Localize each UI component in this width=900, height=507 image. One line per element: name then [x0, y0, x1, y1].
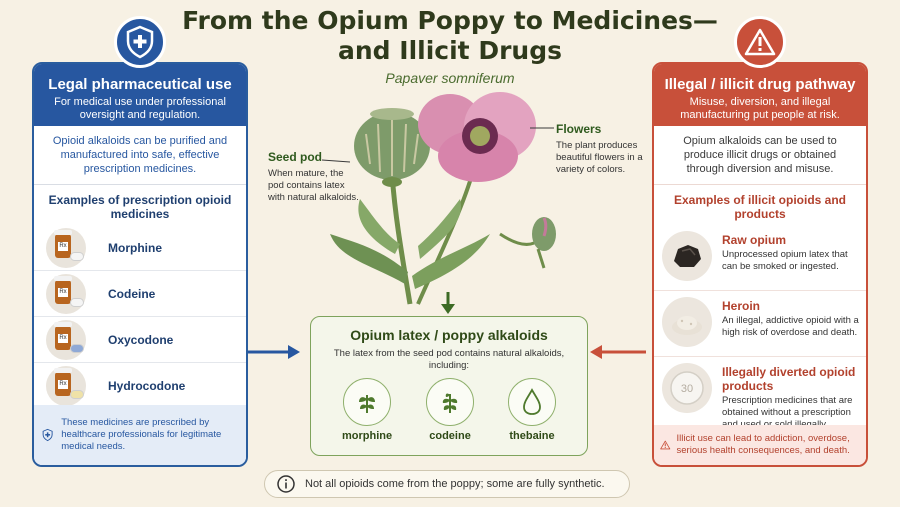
seed-pod-label: Seed pod When mature, the pod contains l…	[268, 150, 360, 204]
illicit-panel-title: Illegal / illicit drug pathway	[664, 76, 856, 93]
alkaloid-list: morphine codeine thebaine	[311, 372, 587, 442]
legal-panel-intro: Opioid alkaloids can be purified and man…	[34, 126, 246, 185]
poppy-flower	[418, 92, 536, 182]
legal-panel-title: Legal pharmaceutical use	[48, 76, 232, 93]
shield-plus-icon	[42, 428, 53, 442]
title-line-2: and Illicit Drugs	[338, 36, 562, 65]
illicit-item-raw-opium: Raw opium Unprocessed opium latex that c…	[654, 225, 866, 291]
alkaloid-name: thebaine	[509, 430, 555, 442]
latex-desc: The latex from the seed pod contains nat…	[333, 348, 565, 371]
info-icon	[277, 475, 295, 493]
poppy-bud	[532, 217, 556, 269]
seed-pod-desc: When mature, the pod contains latex with…	[268, 168, 359, 203]
leaf-icon	[343, 378, 392, 426]
footer-note: Not all opioids come from the poppy; som…	[264, 470, 630, 498]
title-line-1: From the Opium Poppy to Medicines—	[182, 6, 718, 35]
footer-note-text: Not all opioids come from the poppy; som…	[305, 478, 605, 490]
legal-note-text: These medicines are prescribed by health…	[61, 417, 222, 452]
seed-pod-title: Seed pod	[268, 150, 323, 164]
medicine-row-hydrocodone: Rx Hydrocodone	[34, 363, 246, 409]
illicit-item-diverted: 30 Illegally diverted opioid products Pr…	[654, 357, 866, 430]
medicine-name: Hydrocodone	[108, 379, 186, 393]
legal-note: These medicines are prescribed by health…	[34, 405, 246, 465]
flowers-title: Flowers	[556, 122, 602, 136]
medicine-name: Codeine	[108, 286, 156, 301]
medicine-name: Oxycodone	[108, 332, 174, 347]
pill-tablet-icon: 30	[662, 363, 712, 413]
latex-title: Opium latex / poppy alkaloids	[350, 327, 548, 343]
legal-examples-title: Examples of prescription opioid medicine…	[48, 193, 232, 221]
warning-triangle-icon	[660, 440, 671, 450]
illicit-panel-intro: Opium alkaloids can be used to produce i…	[654, 126, 866, 185]
legal-panel-header: Legal pharmaceutical use For medical use…	[34, 64, 246, 126]
illicit-item-name: Illegally diverted opioid products	[722, 365, 856, 393]
pill-bottle-icon: Rx	[46, 227, 86, 268]
heroin-powder-icon	[662, 297, 712, 347]
medicine-name: Morphine	[108, 240, 162, 255]
pill-bottle-icon: Rx	[46, 273, 86, 314]
arrow-left-panel-icon	[288, 345, 300, 359]
illicit-item-desc: Unprocessed opium latex that can be smok…	[722, 249, 848, 272]
latex-alkaloids-box: Opium latex / poppy alkaloids The latex …	[310, 316, 588, 456]
flowers-label: Flowers The plant produces beautiful flo…	[556, 122, 646, 176]
seed-pod	[354, 108, 430, 187]
pill-bottle-icon: Rx	[46, 366, 86, 406]
shield-plus-icon	[114, 16, 166, 68]
medicine-row-morphine: Rx Morphine	[34, 225, 246, 271]
arrow-right-panel-icon	[590, 345, 602, 359]
alkaloid-morphine: morphine	[342, 378, 392, 442]
alkaloid-name: morphine	[341, 430, 393, 442]
illicit-note: Illicit use can lead to addiction, overd…	[654, 425, 866, 465]
medicine-row-oxycodone: Rx Oxycodone	[34, 317, 246, 363]
illicit-pathway-panel: Illegal / illicit drug pathway Misuse, d…	[652, 62, 868, 467]
legal-panel-subtitle: For medical use under professional overs…	[54, 96, 226, 121]
medicine-row-codeine: Rx Codeine	[34, 271, 246, 317]
species-name: Papaver somniferum	[385, 70, 515, 86]
illicit-item-name: Raw opium	[722, 233, 787, 247]
illicit-panel-header: Illegal / illicit drug pathway Misuse, d…	[654, 64, 866, 126]
pill-bottle-icon: Rx	[46, 319, 86, 360]
alkaloid-thebaine: thebaine	[508, 378, 556, 442]
pill-mark: 30	[681, 383, 693, 395]
warning-triangle-icon	[734, 16, 786, 68]
page-title: From the Opium Poppy to Medicines— and I…	[170, 6, 730, 66]
flowers-desc: The plant produces beautiful flowers in …	[556, 140, 643, 175]
illicit-examples-title: Examples of illicit opioids and products	[673, 193, 847, 221]
drop-icon	[508, 378, 556, 426]
poppy-plant-illustration	[330, 92, 556, 305]
raw-opium-icon	[662, 231, 712, 281]
illicit-item-heroin: Heroin An illegal, addictive opioid with…	[654, 291, 866, 357]
illicit-note-text: Illicit use can lead to addiction, overd…	[676, 433, 850, 456]
illicit-item-name: Heroin	[722, 299, 761, 313]
leaf-icon	[426, 378, 475, 426]
illicit-item-desc: Prescription medicines that are obtained…	[722, 395, 853, 430]
alkaloid-codeine: codeine	[426, 378, 475, 442]
legal-use-panel: Legal pharmaceutical use For medical use…	[32, 62, 248, 467]
alkaloid-name: codeine	[429, 430, 471, 442]
illicit-panel-subtitle: Misuse, diversion, and illegal manufactu…	[680, 96, 840, 121]
illicit-item-desc: An illegal, addictive opioid with a high…	[722, 315, 859, 338]
